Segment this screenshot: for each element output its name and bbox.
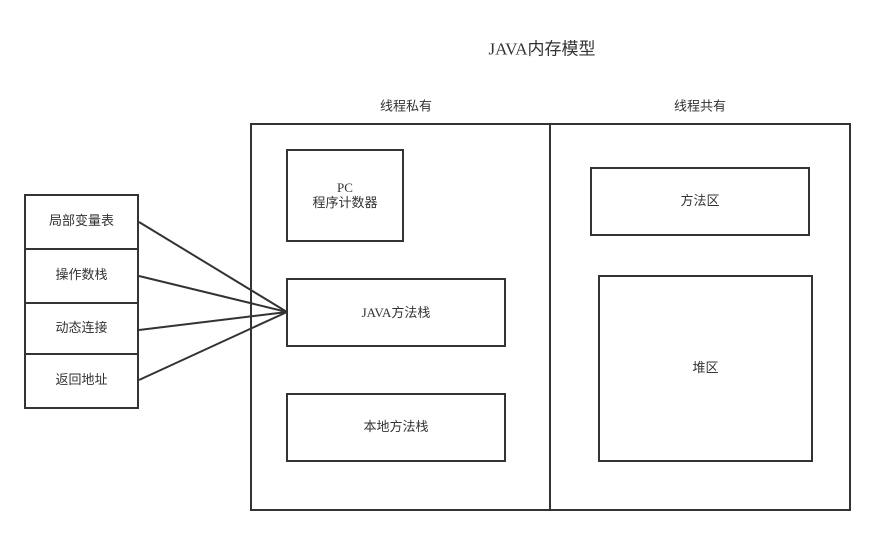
- pc-counter-abbrev: PC: [337, 179, 353, 195]
- dynamic-linking-label: 动态连接: [55, 321, 108, 336]
- stack-frame-cell-local-vars: 局部变量表: [24, 194, 139, 250]
- method-area-box: 方法区: [590, 167, 810, 236]
- java-method-stack-box: JAVA方法栈: [286, 278, 506, 347]
- thread-shared-label: 线程共有: [673, 99, 727, 115]
- heap-box: 堆区: [598, 275, 813, 462]
- method-area-label: 方法区: [680, 193, 720, 209]
- local-variable-table-label: 局部变量表: [48, 214, 114, 229]
- stack-frame-cell-dynamic-link: 动态连接: [24, 302, 139, 356]
- java-method-stack-label: JAVA方法栈: [361, 304, 431, 320]
- stack-frame-cell-return-address: 返回地址: [24, 353, 139, 409]
- heap-label: 堆区: [692, 360, 719, 376]
- stack-frame-cell-operand-stack: 操作数栈: [24, 248, 139, 304]
- pc-counter-box: PC 程序计数器: [286, 149, 404, 242]
- operand-stack-label: 操作数栈: [55, 268, 108, 283]
- thread-private-label: 线程私有: [379, 99, 433, 115]
- native-method-stack-box: 本地方法栈: [286, 393, 506, 462]
- native-method-stack-label: 本地方法栈: [363, 419, 429, 435]
- return-address-label: 返回地址: [55, 373, 108, 388]
- diagram-title: JAVA内存模型: [488, 39, 596, 59]
- pc-counter-label: 程序计数器: [312, 195, 378, 211]
